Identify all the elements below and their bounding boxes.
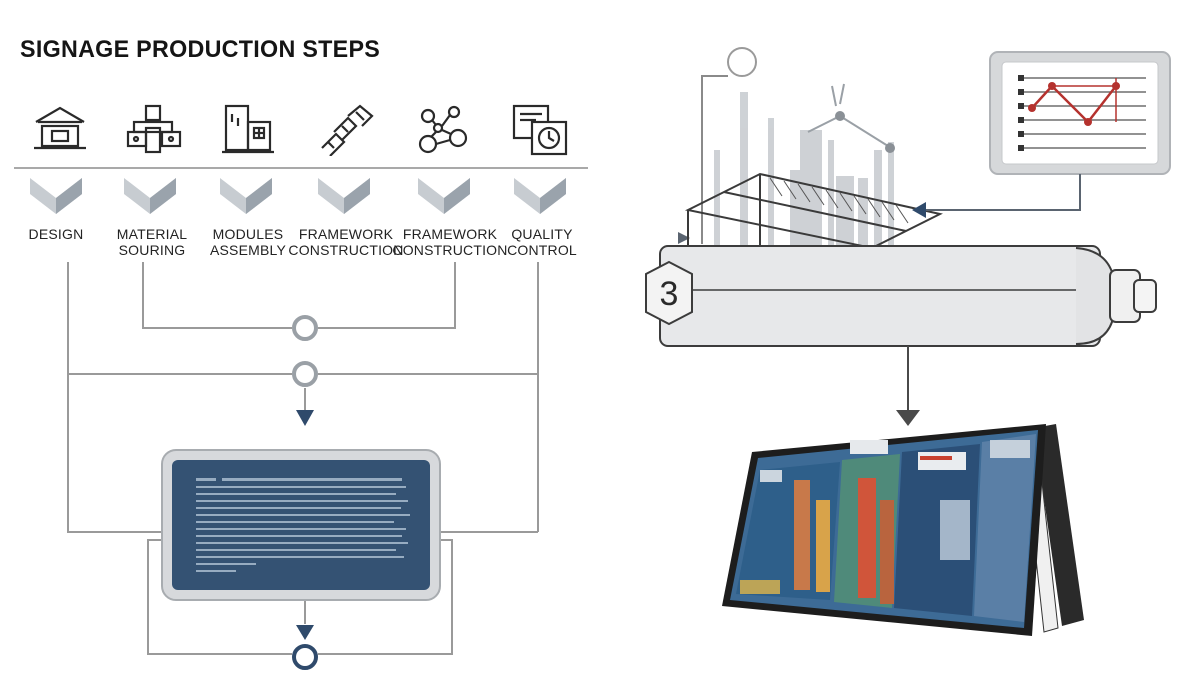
display-monitor: [161, 449, 441, 601]
frame-hatching: [769, 177, 909, 224]
step-label-modules-assembly: MODULES ASSEMBLY: [209, 226, 287, 258]
status-circle: [727, 47, 757, 77]
roller-cylinder: [659, 245, 1157, 347]
stage-number: 3: [659, 274, 679, 313]
status-connector: [701, 75, 728, 244]
step-label-framework-construction: FRAMEWORK CONSTRUCTION: [288, 226, 404, 258]
junction-circle-3: [292, 644, 318, 670]
chevron-down-icon: [418, 178, 470, 214]
chevron-down-icon: [220, 178, 272, 214]
network-icon: [418, 105, 468, 154]
blocks-icon: [126, 104, 182, 154]
modules-icon: [222, 104, 274, 154]
junction-circle-2: [292, 361, 318, 387]
connector-lines: [67, 262, 539, 655]
crane-structure: [807, 83, 889, 147]
down-arrow-icon: [896, 410, 920, 426]
crane-node: [885, 143, 895, 153]
down-arrow-icon: [296, 410, 314, 426]
building-icon: [34, 106, 86, 150]
step-label-framework-construction-2: FRAMEWORK CONSTRUCTION: [392, 226, 508, 258]
chart-connector: [926, 174, 1081, 211]
city-skyline: [714, 92, 894, 246]
clock-document-icon: [512, 104, 568, 156]
crane-node: [835, 111, 845, 121]
chart-panel: [989, 51, 1171, 175]
chevron-down-icon: [318, 178, 370, 214]
junction-circle-1: [292, 315, 318, 341]
chevron-down-icon: [30, 178, 82, 214]
chevron-down-icon: [514, 178, 566, 214]
page-title: SIGNAGE PRODUCTION STEPS: [20, 36, 381, 63]
left-arrow-icon: [912, 202, 926, 218]
step-label-material-souring: MATERIAL SOURING: [116, 226, 188, 258]
chevron-down-icon: [124, 178, 176, 214]
billboard-sign: [722, 424, 1084, 636]
step-label-design: DESIGN: [28, 226, 84, 242]
framework-icon: [321, 104, 374, 156]
step-label-quality-control: QUALITY CONTROL: [507, 226, 577, 258]
frame-structure: [684, 172, 943, 250]
small-arrow-icon: [678, 232, 690, 244]
stage-hexagon: [645, 260, 693, 326]
down-arrow-icon: [296, 625, 314, 640]
